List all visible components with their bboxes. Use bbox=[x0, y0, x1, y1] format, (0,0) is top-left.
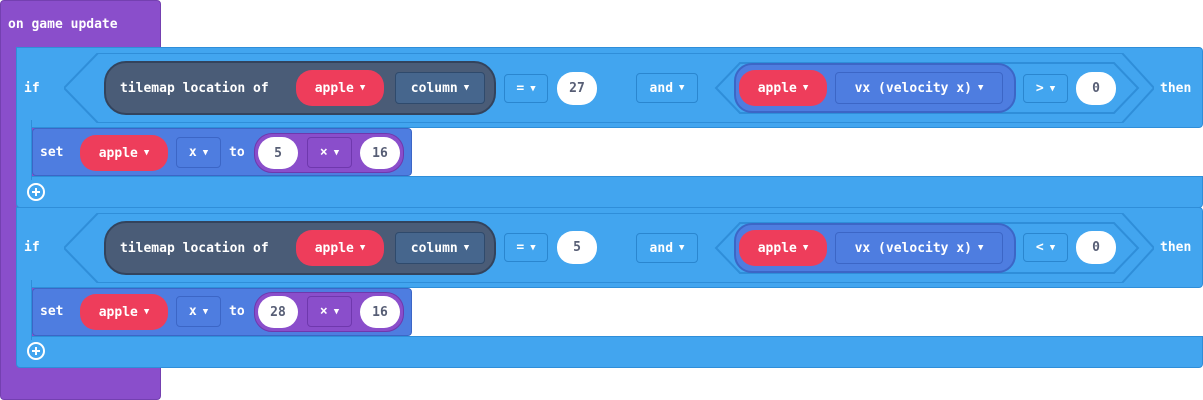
and-op-dropdown[interactable]: and ▼ bbox=[636, 233, 698, 263]
caret-down-icon: ▼ bbox=[143, 148, 150, 158]
column-dropdown-label: column bbox=[410, 80, 458, 96]
sprite-dropdown[interactable]: apple ▼ bbox=[296, 70, 384, 106]
caret-down-icon: ▼ bbox=[333, 147, 340, 158]
compare-op-dropdown[interactable]: =▼ bbox=[504, 74, 548, 103]
velocity-op-label: < bbox=[1035, 240, 1044, 255]
if-label: if bbox=[24, 81, 40, 96]
caret-down-icon: ▼ bbox=[977, 83, 984, 93]
and-op-dropdown[interactable]: and ▼ bbox=[636, 73, 698, 103]
set-prop-label: x bbox=[188, 304, 197, 319]
compare-value-text: 27 bbox=[569, 81, 585, 96]
caret-down-icon: ▼ bbox=[333, 306, 340, 317]
compare-value-input[interactable]: 27 bbox=[557, 72, 597, 105]
sprite-dropdown[interactable]: apple ▼ bbox=[296, 230, 384, 266]
velocity-sprite-label: apple bbox=[757, 240, 797, 256]
multiply-right-text: 16 bbox=[372, 145, 388, 161]
compare-op-label: = bbox=[516, 81, 525, 96]
multiply-op-dropdown[interactable]: ×▼ bbox=[307, 296, 352, 327]
set-sprite-dropdown[interactable]: apple ▼ bbox=[80, 294, 168, 330]
set-label: set bbox=[40, 304, 64, 319]
velocity-sprite-label: apple bbox=[757, 80, 797, 96]
sprite-dropdown-label: apple bbox=[314, 240, 354, 256]
set-prop-dropdown[interactable]: x▼ bbox=[176, 296, 221, 327]
set-prop-dropdown[interactable]: x▼ bbox=[176, 137, 221, 168]
set-sprite-label: apple bbox=[98, 304, 138, 320]
if-block-1-arm bbox=[16, 120, 32, 180]
to-label: to bbox=[229, 145, 245, 160]
tilemap-location-label: tilemap location of bbox=[120, 240, 269, 256]
if-block-2-footer bbox=[16, 336, 1203, 368]
caret-down-icon: ▼ bbox=[202, 147, 209, 158]
and-op-label: and bbox=[649, 80, 674, 96]
multiply-op-label: × bbox=[319, 304, 328, 319]
if-label: if bbox=[24, 240, 40, 255]
velocity-value-input[interactable]: 0 bbox=[1076, 231, 1116, 264]
caret-down-icon: ▼ bbox=[1049, 242, 1056, 253]
plus-circle-icon[interactable] bbox=[27, 183, 45, 201]
set-label: set bbox=[40, 145, 64, 160]
velocity-prop-dropdown[interactable]: vx (velocity x) ▼ bbox=[835, 72, 1003, 104]
set-sprite-label: apple bbox=[98, 145, 138, 161]
caret-down-icon: ▼ bbox=[977, 243, 984, 253]
if-block-1-footer bbox=[16, 176, 1203, 208]
and-op-label: and bbox=[649, 240, 674, 256]
column-dropdown[interactable]: column ▼ bbox=[395, 232, 485, 264]
caret-down-icon: ▼ bbox=[463, 83, 470, 93]
compare-value-input[interactable]: 5 bbox=[557, 231, 597, 264]
compare-value-text: 5 bbox=[573, 240, 581, 255]
caret-down-icon: ▼ bbox=[679, 243, 685, 253]
velocity-op-label: > bbox=[1035, 81, 1044, 96]
if-block-2-arm bbox=[16, 280, 32, 340]
velocity-prop-label: vx (velocity x) bbox=[854, 240, 972, 256]
caret-down-icon: ▼ bbox=[802, 83, 809, 93]
velocity-sprite-dropdown[interactable]: apple ▼ bbox=[739, 230, 827, 266]
caret-down-icon: ▼ bbox=[463, 243, 470, 253]
caret-down-icon: ▼ bbox=[802, 243, 809, 253]
set-sprite-dropdown[interactable]: apple ▼ bbox=[80, 135, 168, 171]
caret-down-icon: ▼ bbox=[679, 83, 685, 93]
then-label: then bbox=[1160, 81, 1192, 96]
caret-down-icon: ▼ bbox=[530, 242, 536, 253]
velocity-value-text: 0 bbox=[1092, 240, 1100, 255]
tilemap-location-label: tilemap location of bbox=[120, 80, 269, 96]
multiply-left-text: 28 bbox=[270, 304, 286, 320]
multiply-right-input[interactable]: 16 bbox=[360, 137, 400, 169]
then-label: then bbox=[1160, 240, 1192, 255]
caret-down-icon: ▼ bbox=[359, 243, 366, 253]
caret-down-icon: ▼ bbox=[202, 306, 209, 317]
velocity-value-input[interactable]: 0 bbox=[1076, 72, 1116, 105]
multiply-left-input[interactable]: 5 bbox=[258, 137, 298, 169]
multiply-left-input[interactable]: 28 bbox=[258, 296, 298, 328]
multiply-right-input[interactable]: 16 bbox=[360, 296, 400, 328]
compare-op-label: = bbox=[516, 240, 525, 255]
velocity-prop-label: vx (velocity x) bbox=[854, 80, 972, 96]
column-dropdown-label: column bbox=[410, 240, 458, 256]
multiply-op-dropdown[interactable]: ×▼ bbox=[307, 137, 352, 168]
caret-down-icon: ▼ bbox=[530, 83, 536, 94]
sprite-dropdown-label: apple bbox=[314, 80, 354, 96]
caret-down-icon: ▼ bbox=[1049, 83, 1056, 94]
velocity-sprite-dropdown[interactable]: apple ▼ bbox=[739, 70, 827, 106]
velocity-op-dropdown[interactable]: <▼ bbox=[1023, 233, 1068, 262]
multiply-left-text: 5 bbox=[274, 145, 282, 161]
caret-down-icon: ▼ bbox=[359, 83, 366, 93]
to-label: to bbox=[229, 304, 245, 319]
velocity-prop-dropdown[interactable]: vx (velocity x) ▼ bbox=[835, 232, 1003, 264]
velocity-value-text: 0 bbox=[1092, 81, 1100, 96]
set-prop-label: x bbox=[188, 145, 197, 160]
column-dropdown[interactable]: column ▼ bbox=[395, 72, 485, 104]
compare-op-dropdown[interactable]: =▼ bbox=[504, 233, 548, 262]
caret-down-icon: ▼ bbox=[143, 307, 150, 317]
event-label: on game update bbox=[8, 17, 118, 32]
multiply-op-label: × bbox=[319, 145, 328, 160]
plus-circle-icon[interactable] bbox=[27, 342, 45, 360]
multiply-right-text: 16 bbox=[372, 304, 388, 320]
velocity-op-dropdown[interactable]: >▼ bbox=[1023, 74, 1068, 103]
